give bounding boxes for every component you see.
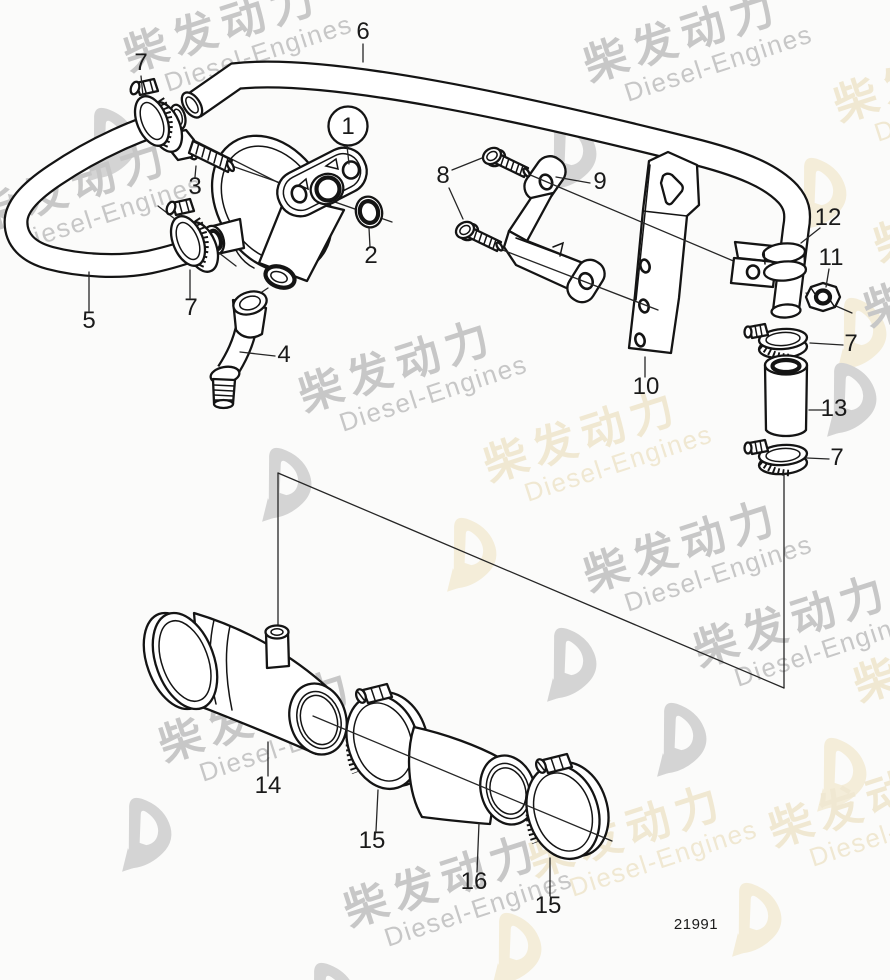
callout-16: 16 (461, 868, 488, 895)
callout-10: 10 (633, 373, 660, 400)
callout-1-circle (327, 105, 369, 147)
callout-11: 11 (819, 244, 844, 271)
callout-14: 14 (255, 772, 282, 799)
callout-8: 8 (436, 162, 449, 189)
callout-2: 2 (364, 242, 377, 269)
callout-15: 15 (535, 892, 562, 919)
axis-line-lower-assembly (312, 715, 613, 842)
callout-12: 12 (815, 204, 842, 231)
part-6-hose-drawing (180, 60, 812, 319)
callout-1: 1 (341, 113, 354, 140)
part-15-clamp-drawing (515, 753, 620, 869)
part-16-hose-drawing (407, 725, 537, 826)
callout-5: 5 (82, 307, 95, 334)
part-12-pipe-clamp-drawing (729, 240, 808, 289)
part-11-nut-drawing (804, 281, 842, 313)
callout-7: 7 (184, 294, 197, 321)
part-7-clamp-drawing (745, 440, 808, 476)
drawing-number: 21991 (674, 916, 718, 933)
axis-lines-bracket (499, 173, 751, 311)
part-8-screw-drawing (478, 143, 532, 179)
part-9-bracket-drawing (502, 155, 606, 304)
callout-15: 15 (359, 827, 386, 854)
callout-7: 7 (844, 330, 857, 357)
callout-7: 7 (830, 444, 843, 471)
callout-7: 7 (134, 49, 147, 76)
part-7-clamp-drawing (745, 324, 808, 360)
part-13-hose-drawing (763, 354, 809, 438)
callout-6: 6 (356, 18, 369, 45)
callout-4: 4 (277, 341, 290, 368)
callout-13: 13 (821, 395, 848, 422)
callout-9: 9 (593, 168, 606, 195)
part-4-elbow-fitting-drawing (209, 290, 268, 410)
detail-view-lines (277, 472, 785, 689)
part-10-bracket-drawing (627, 150, 701, 355)
part-1-flange-drawing (276, 146, 368, 218)
part-14-hose-drawing (142, 611, 348, 756)
callout-3: 3 (188, 173, 201, 200)
part-8-screw-drawing (451, 217, 505, 253)
part-2-seal-ring-drawing (354, 195, 384, 229)
